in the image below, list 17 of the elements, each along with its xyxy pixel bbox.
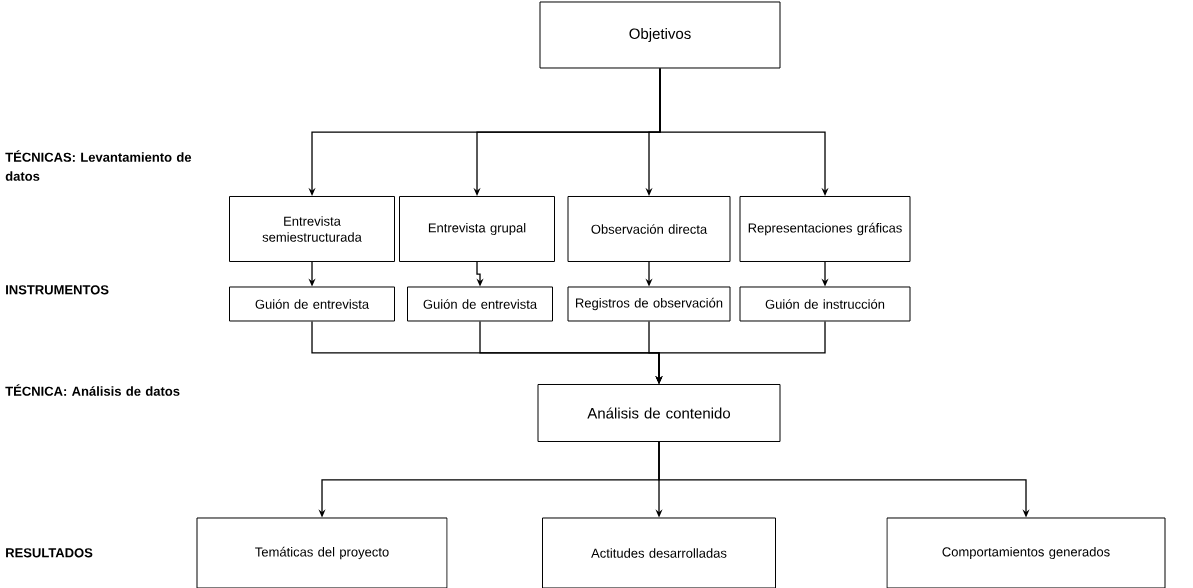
process-box: Guión de instrucción [739,286,911,322]
process-box: Guión de entrevista [407,286,553,322]
process-box: Temáticas del proyecto [196,517,448,588]
row-label: INSTRUMENTOS [6,285,109,295]
process-box: Guión de entrevista [229,286,395,322]
process-box: Comportamientos generados [886,517,1166,588]
process-box: Registros de observación [567,286,731,322]
process-box: Entrevista grupal [399,196,555,262]
process-box: Observación directa [567,196,731,262]
row-label: TÉCNICAS: Levantamiento de datos [5,150,192,181]
row-label: RESULTADOS [6,548,93,558]
process-box: Análisis de contenido [537,384,781,442]
process-box: Actitudes desarrolladas [542,517,776,588]
process-box: Objetivos [539,1,781,69]
process-box: Representaciones gráficas [739,196,911,262]
process-box: Entrevista semiestructurada [229,196,395,262]
row-label: TÉCNICA: Análisis de datos [5,384,180,396]
